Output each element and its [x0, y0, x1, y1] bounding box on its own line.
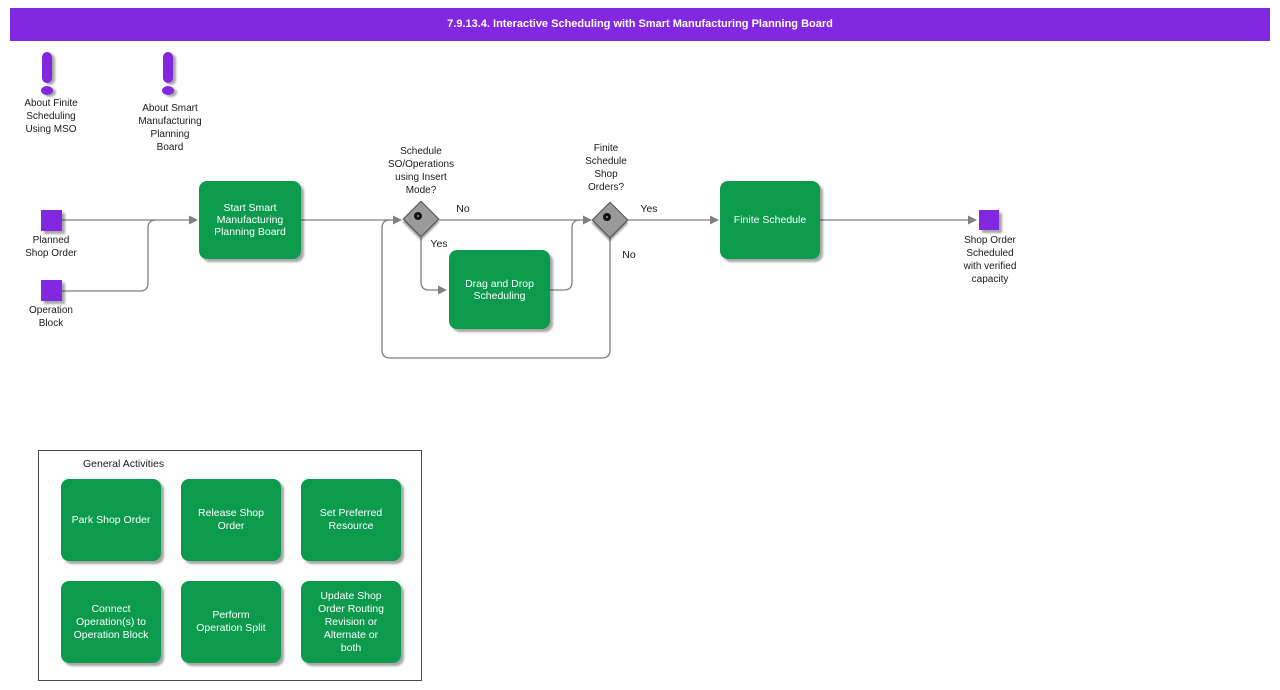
- decision1-yes-label: Yes: [430, 238, 448, 250]
- activity-set-preferred-resource[interactable]: Set Preferred Resource: [301, 479, 401, 561]
- exclamation-bar: [42, 52, 52, 83]
- activity-release-shop-order[interactable]: Release Shop Order: [181, 479, 281, 561]
- event-planned-shop-order-label: Planned Shop Order: [25, 235, 77, 259]
- gateway-circle-icon: [603, 213, 611, 221]
- activity-perform-operation-split[interactable]: Perform Operation Split: [181, 581, 281, 663]
- exclamation-bar: [163, 52, 173, 83]
- decision2-no-label: No: [622, 249, 636, 261]
- general-activities-panel: General Activities Park Shop Order Relea…: [38, 450, 422, 681]
- activity-update-shop-order-routing[interactable]: Update Shop Order Routing Revision or Al…: [301, 581, 401, 663]
- decision2-question-label: Finite Schedule Shop Orders?: [585, 143, 627, 193]
- decision1-no-label: No: [456, 203, 470, 215]
- exclamation-dot: [41, 86, 53, 95]
- connector-dragdrop-out: [550, 219, 581, 291]
- activity-park-shop-order[interactable]: Park Shop Order: [61, 479, 161, 561]
- activity-drag-and-drop-scheduling[interactable]: Drag and Drop Scheduling: [449, 250, 550, 329]
- decision1-question-label: Schedule SO/Operations using Insert Mode…: [387, 146, 455, 196]
- event-planned-shop-order[interactable]: [41, 210, 62, 231]
- event-shop-order-scheduled[interactable]: [979, 210, 999, 230]
- activity-finite-schedule[interactable]: Finite Schedule: [720, 181, 820, 259]
- arrowhead-finite-schedule: [710, 215, 719, 225]
- activity-connect-operations-to-operation-block[interactable]: Connect Operation(s) to Operation Block: [61, 581, 161, 663]
- arrowhead-dragdrop: [438, 285, 447, 295]
- arrowhead-decision1: [393, 215, 402, 225]
- exclamation-dot: [162, 86, 174, 95]
- arrowhead-decision2: [583, 215, 592, 225]
- note-about-finite-scheduling-label[interactable]: About Finite Scheduling Using MSO: [24, 98, 78, 135]
- event-shop-order-scheduled-label: Shop Order Scheduled with verified capac…: [963, 235, 1017, 285]
- exclamation-icon[interactable]: [41, 52, 56, 97]
- arrowhead-start-activity: [189, 215, 198, 225]
- event-operation-block-label: Operation Block: [29, 305, 73, 329]
- general-activities-title: General Activities: [83, 458, 165, 470]
- connector-decision2-no-loop: [381, 219, 611, 359]
- gateway-circle-icon: [414, 212, 422, 220]
- connector-decision1-yes: [420, 238, 438, 291]
- page-title: 7.9.13.4. Interactive Scheduling with Sm…: [10, 8, 1270, 41]
- activity-start-smart-mpb[interactable]: Start Smart Manufacturing Planning Board: [199, 181, 301, 259]
- connector-operation-block-merge: [62, 219, 157, 292]
- arrowhead-end-event: [968, 215, 977, 225]
- exclamation-icon[interactable]: [162, 52, 177, 97]
- decision2-yes-label: Yes: [640, 203, 658, 215]
- note-about-smart-mpb-label[interactable]: About Smart Manufacturing Planning Board: [138, 103, 202, 153]
- event-operation-block[interactable]: [41, 280, 62, 301]
